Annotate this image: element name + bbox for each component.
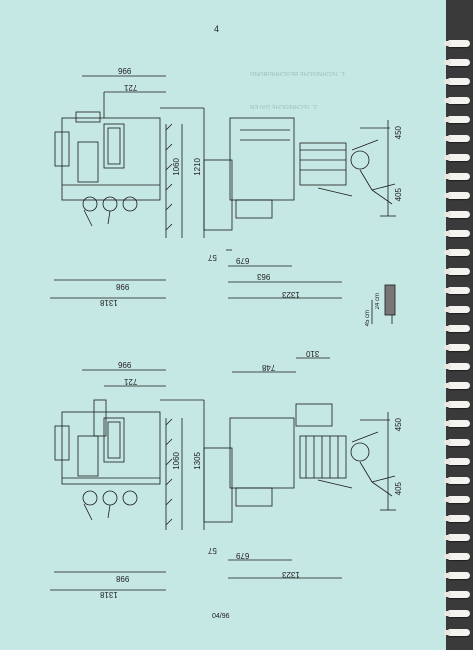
binding-ring (444, 173, 470, 180)
dim-lower-width-top: 996 (118, 360, 132, 369)
binding-ring (444, 97, 470, 104)
upper-side-view (203, 117, 396, 299)
binding-ring (444, 344, 470, 351)
binding-ring (444, 496, 470, 503)
binding-ring (444, 401, 470, 408)
binding-ring (444, 268, 470, 275)
binding-ring (444, 458, 470, 465)
binding-ring (444, 572, 470, 579)
detail-section (371, 284, 396, 324)
dim-lower-height-inner: 1060 (172, 452, 181, 470)
dim-lower-operator-bottom: 405 (394, 482, 403, 496)
binding-ring (444, 306, 470, 313)
binding-ring (444, 629, 470, 636)
page-number: 4 (214, 24, 220, 34)
binding-ring (444, 287, 470, 294)
binding-ring (444, 610, 470, 617)
dim-upper-side-overall: 1323 (282, 290, 300, 299)
binding-ring (444, 78, 470, 85)
dim-lower-width-overall: 1318 (100, 590, 118, 599)
binding-ring (444, 534, 470, 541)
dim-lower-height-outer: 1305 (193, 452, 202, 470)
binding-ring (444, 439, 470, 446)
detail-dim-a: 24 cm (375, 293, 381, 310)
dim-upper-width-overall: 1318 (100, 298, 118, 307)
binding-ring (444, 249, 470, 256)
dim-upper-width-bottom: 998 (116, 282, 130, 291)
binding-ring (444, 154, 470, 161)
dim-upper-width-top: 996 (118, 66, 132, 75)
upper-front-view (50, 75, 205, 299)
dim-upper-operator-bottom: 405 (394, 188, 403, 202)
dim-lower-side-inner: 679 (236, 551, 250, 560)
binding-ring (444, 40, 470, 47)
dim-upper-height-inner: 1060 (172, 158, 181, 176)
footer-code: 04/96 (212, 613, 230, 620)
dim-lower-width-bottom: 998 (116, 574, 130, 583)
dim-lower-side-top-b: 310 (306, 349, 320, 358)
binding-ring (444, 211, 470, 218)
binding-ring (444, 382, 470, 389)
dim-upper-side-width: 963 (257, 272, 271, 281)
technical-drawing (50, 75, 396, 591)
dim-lower-side-offset: 57 (208, 546, 217, 555)
lower-front-view (50, 369, 205, 591)
lower-side-view (203, 357, 396, 579)
binding-ring (444, 116, 470, 123)
binding-ring (444, 192, 470, 199)
binding-ring (444, 230, 470, 237)
dim-lower-width-inner: 721 (124, 377, 138, 386)
dim-lower-side-top-a: 748 (262, 363, 276, 372)
binding-ring (444, 591, 470, 598)
dim-upper-width-inner: 721 (124, 83, 138, 92)
dim-upper-height-outer: 1210 (193, 158, 202, 176)
detail-dim-b: 45 cm (365, 310, 371, 327)
binding-ring (444, 420, 470, 427)
dim-lower-operator-top: 450 (394, 418, 403, 432)
binding-ring (444, 553, 470, 560)
binding-ring (444, 477, 470, 484)
dim-lower-side-overall: 1323 (282, 570, 300, 579)
dim-upper-operator-top: 450 (394, 126, 403, 140)
binding-ring (444, 135, 470, 142)
binding-ring (444, 325, 470, 332)
document-page (0, 0, 446, 650)
binding-ring (444, 515, 470, 522)
dim-upper-side-inner: 679 (236, 256, 250, 265)
dim-upper-side-offset: 57 (208, 253, 217, 262)
binding-ring (444, 363, 470, 370)
binding-ring (444, 59, 470, 66)
